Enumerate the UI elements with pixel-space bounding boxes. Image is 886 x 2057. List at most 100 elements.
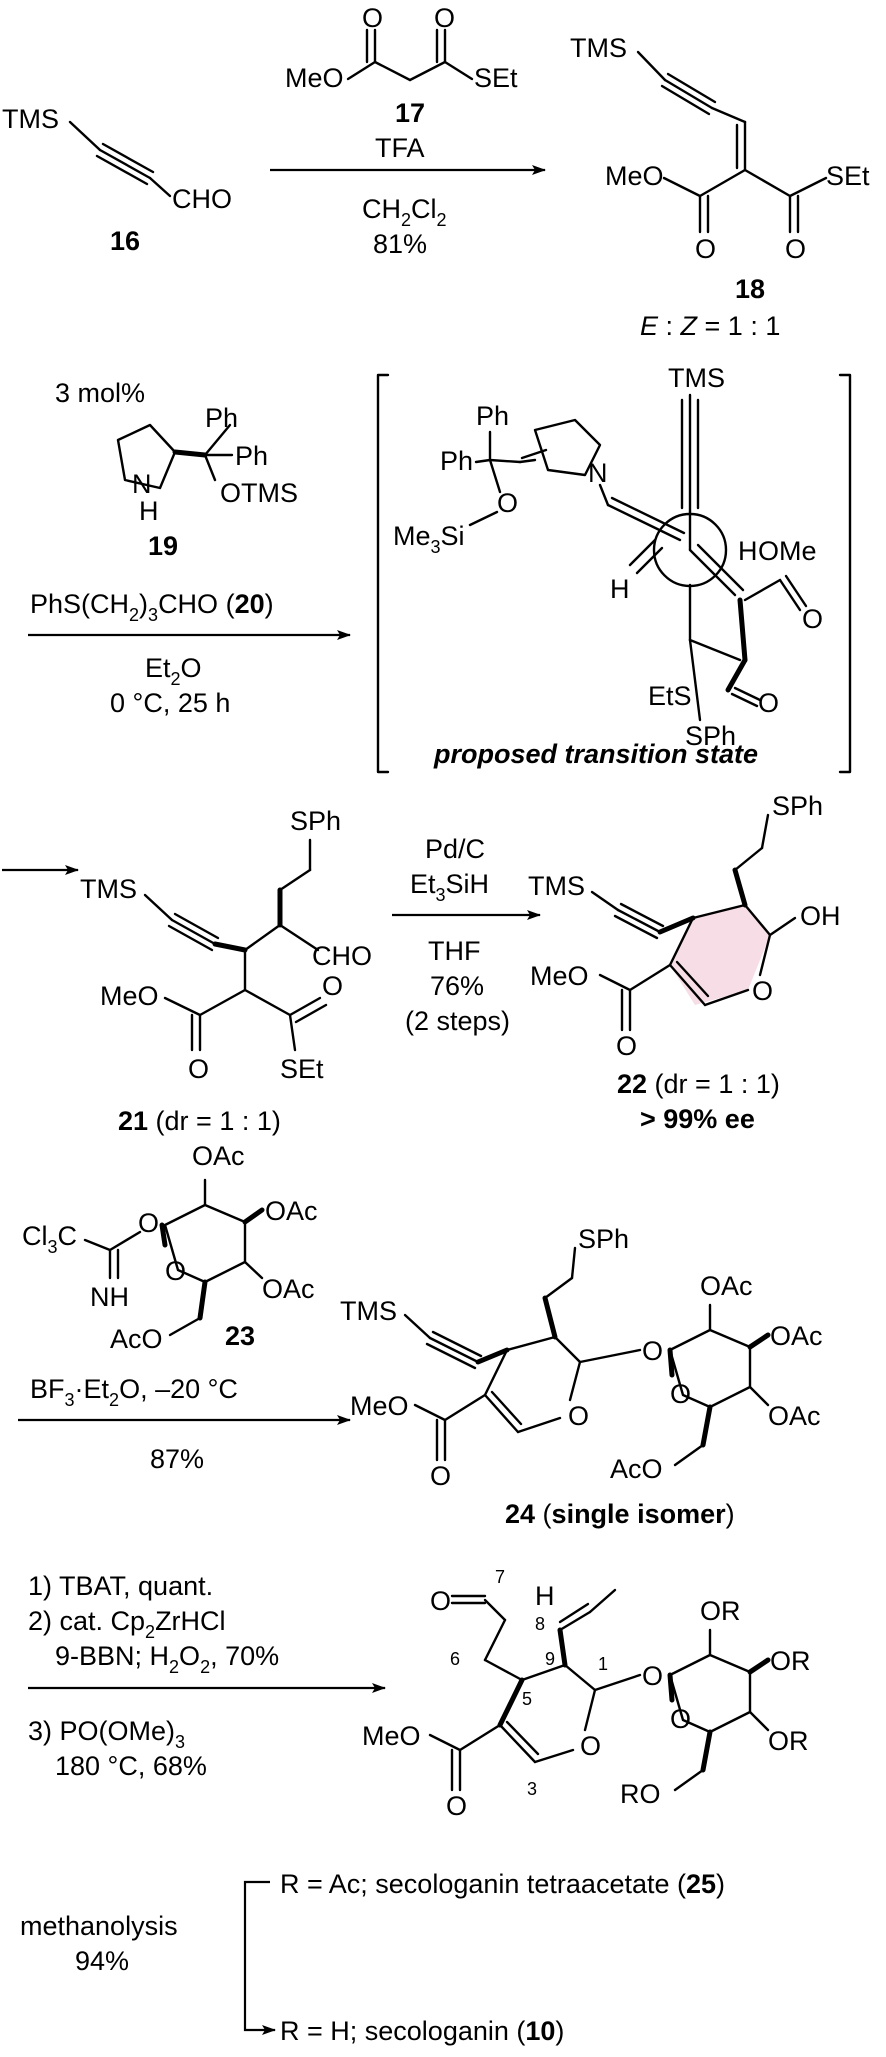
compound-21: TMS SPh CHO MeO O O SEt 21 (dr = 1 : 1): [80, 806, 372, 1136]
oac-label-2: OAc: [265, 1196, 318, 1226]
meo-label: MeO: [350, 1391, 409, 1421]
solvent-thf: THF: [428, 936, 480, 966]
conditions-0c: 0 °C, 25 h: [110, 688, 230, 718]
sph-label: SPh: [772, 791, 823, 821]
o-aldehyde-label: O: [430, 1586, 451, 1616]
num-7: 7: [495, 1567, 505, 1587]
oac-label-1: OAc: [192, 1141, 245, 1171]
cho-label: CHO: [172, 184, 232, 214]
oac-label-1: OAc: [700, 1271, 753, 1301]
tms-label: TMS: [668, 363, 725, 393]
sph-label: SPh: [290, 806, 341, 836]
tms-label: TMS: [570, 33, 627, 63]
ets-label: EtS: [648, 681, 692, 711]
tms-label: TMS: [2, 104, 59, 134]
oac-label-3: OAc: [262, 1274, 315, 1304]
compound-24: TMS SPh O O MeO O O OAc OAc OAc: [340, 1224, 823, 1529]
solvent-ch2cl2: CH2Cl2: [362, 194, 447, 230]
ph-label-1: Ph: [476, 401, 509, 431]
cl3c-label: Cl3C: [22, 1221, 77, 1257]
o-label-2: O: [322, 971, 343, 1001]
compound-secologanin: O 7 H 6 5 9 8 1 O O 3 MeO O: [362, 1567, 811, 1821]
num-1: 1: [598, 1654, 608, 1674]
o-sugar-label: O: [670, 1379, 691, 1409]
product-25-line: R = Ac; secologanin tetraacetate (25): [280, 1869, 725, 1899]
tms-label: TMS: [80, 874, 137, 904]
num-5: 5: [522, 1689, 532, 1709]
oh-label: OH: [800, 901, 841, 931]
sph-label: SPh: [685, 721, 736, 751]
h-label: H: [535, 1581, 555, 1611]
aco-label: AcO: [110, 1324, 163, 1354]
catalyst-19: Ph Ph OTMS N H 19: [116, 403, 298, 561]
n-label: N: [132, 469, 152, 499]
o-label: O: [497, 488, 518, 518]
product-10-line: R = H; secologanin (10): [280, 2016, 564, 2046]
aco-label: AcO: [610, 1454, 663, 1484]
or-label-2: OR: [770, 1646, 811, 1676]
meo-label: MeO: [530, 961, 589, 991]
yield-94: 94%: [75, 1946, 129, 1976]
ome-label: OMe: [758, 536, 817, 566]
compound-number-24: 24: [505, 1499, 535, 1529]
compound-number-23: 23: [225, 1321, 255, 1351]
h-label-1: H: [610, 574, 630, 604]
ee-label: > 99% ee: [640, 1104, 755, 1134]
steps-note: (2 steps): [405, 1006, 510, 1036]
num-9: 9: [545, 1649, 555, 1669]
num-3: 3: [527, 1779, 537, 1799]
or-label-3: OR: [768, 1726, 809, 1756]
or-label-1: OR: [700, 1596, 741, 1626]
num-8: 8: [535, 1614, 545, 1634]
compound-number-17: 17: [395, 98, 425, 128]
yield-87: 87%: [150, 1444, 204, 1474]
bracket-left: [376, 373, 390, 774]
o-ring-label: O: [580, 1731, 601, 1761]
reagent-pdc: Pd/C: [425, 834, 485, 864]
o-label-2: O: [802, 604, 823, 634]
o-link-label: O: [642, 1336, 663, 1366]
cond-180c: 180 °C, 68%: [55, 1751, 207, 1781]
o-label-4: O: [785, 234, 806, 264]
ez-ratio: E : Z = 1 : 1: [640, 311, 780, 341]
meo-label: MeO: [100, 981, 159, 1011]
meo-label: MeO: [605, 161, 664, 191]
me3si-label: Me3Si: [393, 521, 465, 557]
o-carbonyl-label: O: [430, 1461, 451, 1491]
reagent-17: MeO O O SEt 17: [285, 3, 518, 128]
o-ring-label: O: [568, 1401, 589, 1431]
compound-22-label: 22 (dr = 1 : 1): [617, 1069, 780, 1099]
tms-label: TMS: [340, 1296, 397, 1326]
compound-number-19: 19: [148, 531, 178, 561]
cho-label: CHO: [312, 941, 372, 971]
ph-label-2: Ph: [440, 446, 473, 476]
h-label-2: H: [738, 536, 758, 566]
meo-label: MeO: [362, 1721, 421, 1751]
compound-number-16: 16: [110, 226, 140, 256]
o-sugar-label: O: [670, 1704, 691, 1734]
o-label-1: O: [188, 1054, 209, 1084]
ph-label-1: Ph: [205, 403, 238, 433]
otms-label: OTMS: [220, 478, 298, 508]
reagent-et3sih: Et3SiH: [410, 869, 489, 905]
nh-label: NH: [90, 1282, 129, 1312]
cond-pome3: 3) PO(OMe)3: [28, 1716, 185, 1752]
bracket-arrow: [243, 1880, 276, 2035]
methanolysis-label: methanolysis: [20, 1911, 178, 1941]
o-label-1: O: [362, 3, 383, 33]
ro-label: RO: [620, 1779, 661, 1809]
tms-label: TMS: [528, 871, 585, 901]
compound-18: TMS MeO O SEt O 18 E : Z = 1 : 1: [570, 33, 870, 341]
set-label: SEt: [280, 1054, 324, 1084]
n-label: N: [588, 458, 608, 488]
set-label: SEt: [474, 63, 518, 93]
h-label: H: [139, 496, 159, 526]
o-label-3: O: [695, 234, 716, 264]
ts-caption: proposed transition state: [433, 739, 758, 769]
transition-state: Ph Ph O Me3Si N TMS H H OMe O: [376, 363, 852, 774]
o-ring-label: O: [165, 1256, 186, 1286]
cond-tbat: 1) TBAT, quant.: [28, 1571, 213, 1601]
cond-cp2zrhcl: 2) cat. Cp2ZrHCl: [28, 1606, 226, 1642]
solvent-et2o: Et2O: [145, 653, 202, 689]
